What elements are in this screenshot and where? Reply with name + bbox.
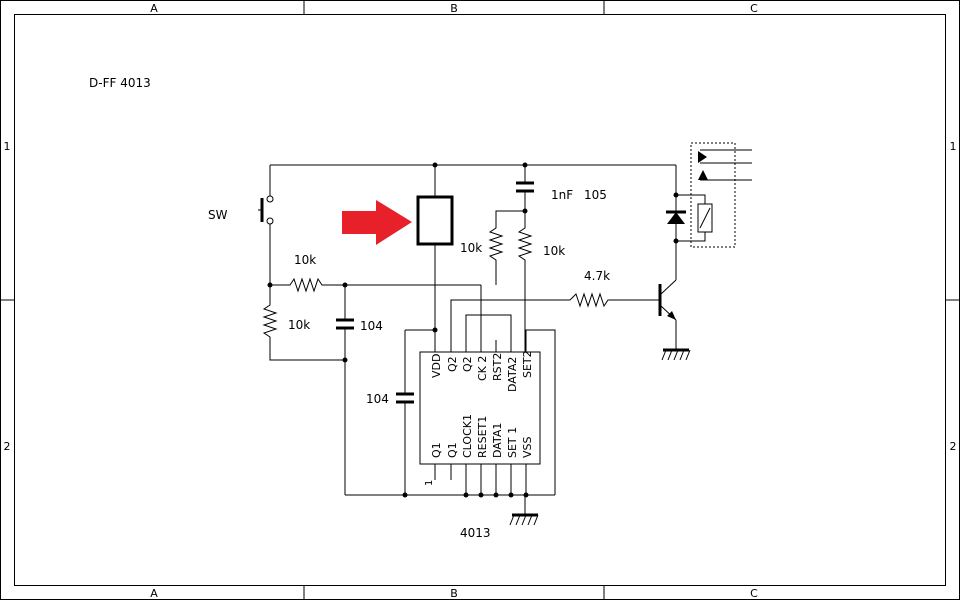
ic-pin-data1: DATA1: [491, 423, 504, 458]
switch-label: SW: [208, 208, 228, 222]
row-label-right-1: 1: [950, 140, 957, 153]
schematic-title: D-FF 4013: [89, 76, 151, 90]
ic-pin-vss: VSS: [521, 436, 534, 458]
column-label-top-b: B: [450, 2, 458, 15]
driver-transistor: 4.7k: [569, 241, 691, 361]
ic-pin-q1: Q1: [430, 442, 443, 458]
ic-pin-reset1: RESET1: [476, 416, 489, 458]
ground-bus: [345, 492, 555, 526]
ic-pin-q2: Q2: [446, 356, 459, 372]
row-label-right-2: 2: [950, 440, 957, 453]
ic-pin-data2: DATA2: [506, 357, 519, 392]
ic-pin-q1-bar: Q1: [446, 442, 459, 458]
highlighted-component: [416, 165, 454, 352]
ic-pin-set1: SET 1: [506, 427, 519, 458]
ic-pin-q2-bar: Q2: [461, 356, 474, 372]
resistor-label-r-left: 10k: [288, 318, 310, 332]
red-pointer-arrow: [342, 200, 412, 245]
relay-assembly: [666, 142, 752, 248]
ic-pin-vdd: VDD: [430, 354, 443, 378]
row-label-left-2: 2: [4, 440, 11, 453]
resistor-label-r-pull1: 10k: [460, 241, 482, 255]
ic-pin-ck2: CK 2: [476, 356, 489, 381]
resistor-label-r-pull2: 10k: [543, 244, 565, 258]
column-label-bottom-a: A: [150, 587, 158, 600]
push-switch: SW: [208, 165, 274, 285]
ic-part-label: 4013: [460, 526, 491, 540]
capacitor-label-c-mid: 104: [360, 319, 383, 333]
ic-pin-set2: SET2: [521, 350, 534, 378]
decoupling-capacitor: 104: [366, 329, 435, 495]
column-label-bottom-b: B: [450, 587, 458, 600]
ic-4013: VDD Q2 Q2 CK 2 RST2 DATA2 SET2 Q1 Q1 CLO…: [419, 299, 570, 540]
debounce-network: 10k 10k 104: [262, 253, 482, 495]
ic-pin-clock1: CLOCK1: [461, 414, 474, 458]
supply-rail: [270, 162, 676, 168]
resistor-label-r-base: 4.7k: [584, 269, 610, 283]
capacitor-label-c-top: 1nF: [551, 188, 573, 202]
column-label-bottom-c: C: [750, 587, 758, 600]
capacitor-code-c-top: 105: [584, 188, 607, 202]
ic-pin-rst2: RST2: [491, 353, 504, 381]
capacitor-label-c-left: 104: [366, 392, 389, 406]
ic-pin-one-marker: 1: [424, 480, 435, 486]
row-label-left-1: 1: [4, 140, 11, 153]
resistor-label-r-top: 10k: [294, 253, 316, 267]
column-label-top-a: A: [150, 2, 158, 15]
timing-network: 1nF 105 10k 10k: [460, 165, 607, 352]
column-label-top-c: C: [750, 2, 758, 15]
